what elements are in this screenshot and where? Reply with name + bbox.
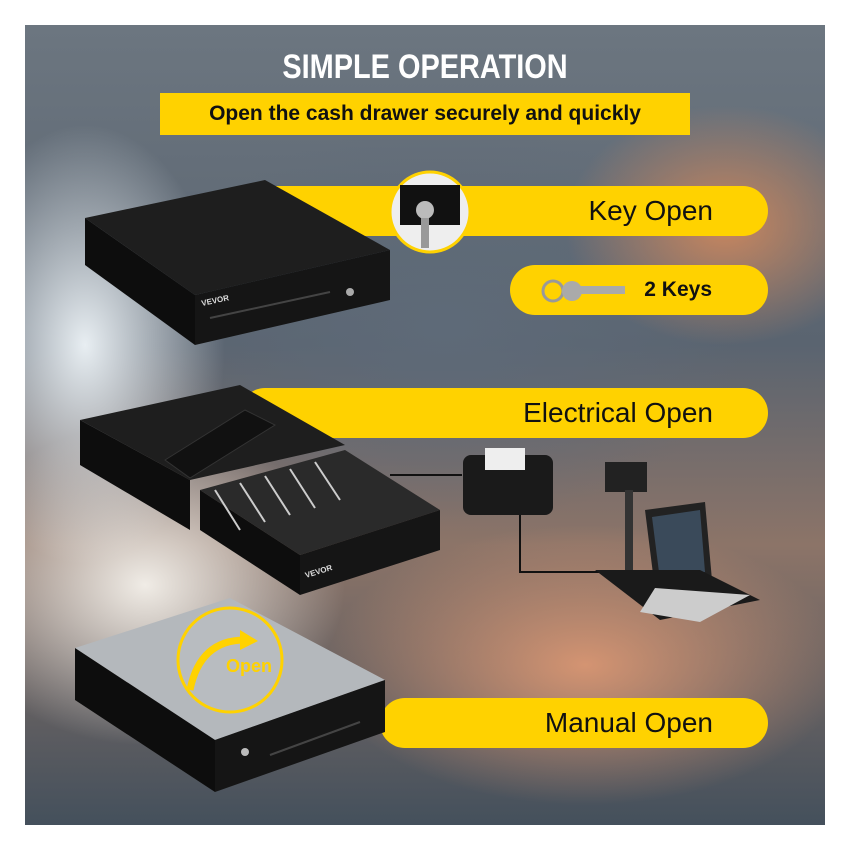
- key-lock-closeup: [388, 170, 472, 254]
- subtitle-banner: Open the cash drawer securely and quickl…: [160, 93, 690, 135]
- electrical-open-banner: Electrical Open: [240, 388, 768, 438]
- key-open-label: Key Open: [588, 195, 713, 226]
- key-open-banner: Key Open: [250, 186, 768, 236]
- two-keys-banner: 2 Keys: [510, 265, 768, 315]
- cash-drawer-bottom-view: Open: [75, 598, 385, 792]
- pos-terminal: [595, 462, 760, 622]
- receipt-printer: [463, 448, 553, 515]
- two-keys-label: 2 Keys: [644, 278, 712, 301]
- cash-drawer-open: VEVOR: [80, 385, 440, 595]
- manual-open-banner: Manual Open: [380, 698, 768, 748]
- open-annotation: Open: [226, 656, 272, 676]
- electrical-open-label: Electrical Open: [523, 397, 713, 428]
- page-title: SIMPLE OPERATION: [282, 48, 568, 86]
- cash-drawer-closed: VEVOR: [85, 180, 390, 345]
- keys-icon: [541, 279, 625, 303]
- manual-open-label: Manual Open: [544, 707, 713, 738]
- lock-icon: [346, 288, 354, 296]
